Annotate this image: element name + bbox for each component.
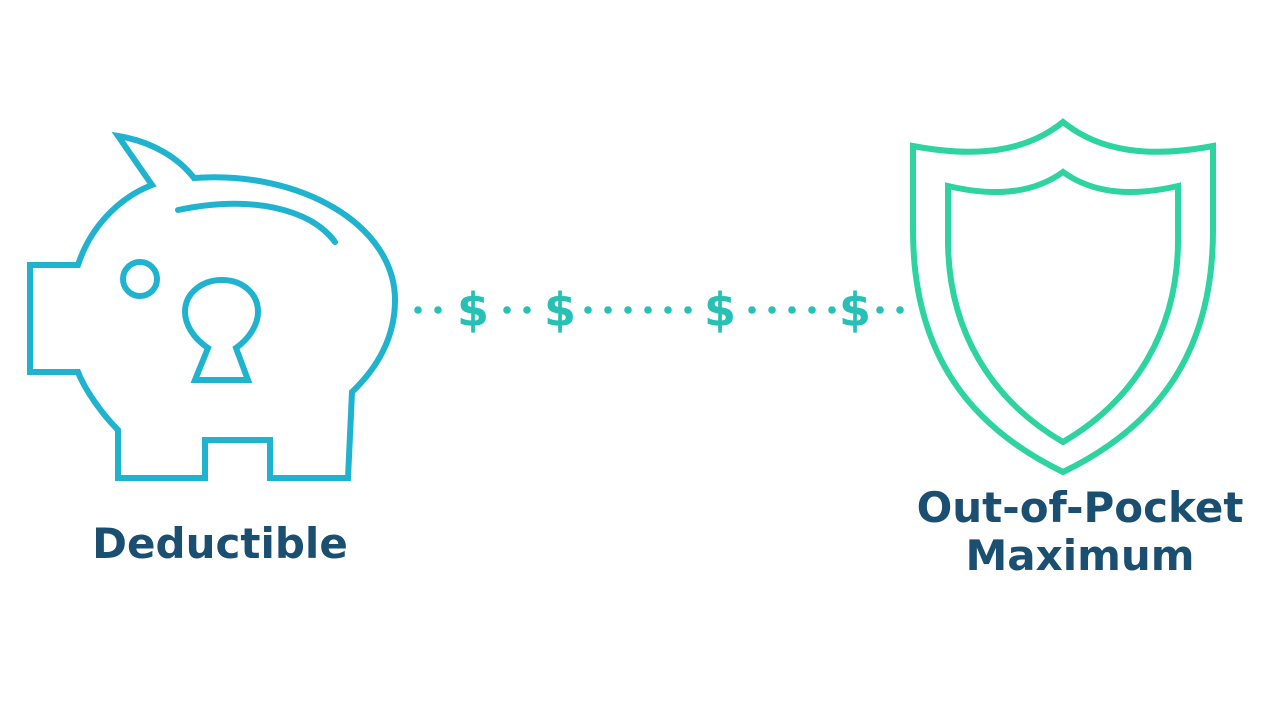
- dollar-sign-3: $: [704, 283, 736, 337]
- connector-dot: [808, 306, 816, 314]
- piggy-bank-icon: [27, 131, 399, 481]
- connector-dot: [748, 306, 756, 314]
- connector-dot: [768, 306, 776, 314]
- connector-dot: [604, 306, 612, 314]
- connector-dot: [414, 306, 422, 314]
- connector-dot: [664, 306, 672, 314]
- connector-dot: [896, 306, 904, 314]
- connector-dot: [876, 306, 884, 314]
- connector-dot: [788, 306, 796, 314]
- dollar-connector: $ $ $ $: [414, 283, 904, 337]
- connector-dot: [584, 306, 592, 314]
- dollar-sign-2: $: [544, 283, 576, 337]
- connector-dot: [503, 306, 511, 314]
- connector-dot: [684, 306, 692, 314]
- connector-dot: [644, 306, 652, 314]
- shield-icon: [910, 118, 1216, 476]
- oop-label-line-2: Maximum: [965, 531, 1195, 580]
- out-of-pocket-maximum-label: Out-of-Pocket Maximum: [880, 484, 1280, 580]
- deductible-label: Deductible: [92, 519, 348, 568]
- connector-dot: [523, 306, 531, 314]
- dollar-sign-4: $: [839, 283, 871, 337]
- connector-dot: [828, 306, 836, 314]
- connector-dot: [624, 306, 632, 314]
- connector-dot: [434, 306, 442, 314]
- dollar-sign-1: $: [457, 283, 489, 337]
- oop-label-line-1: Out-of-Pocket: [916, 483, 1244, 532]
